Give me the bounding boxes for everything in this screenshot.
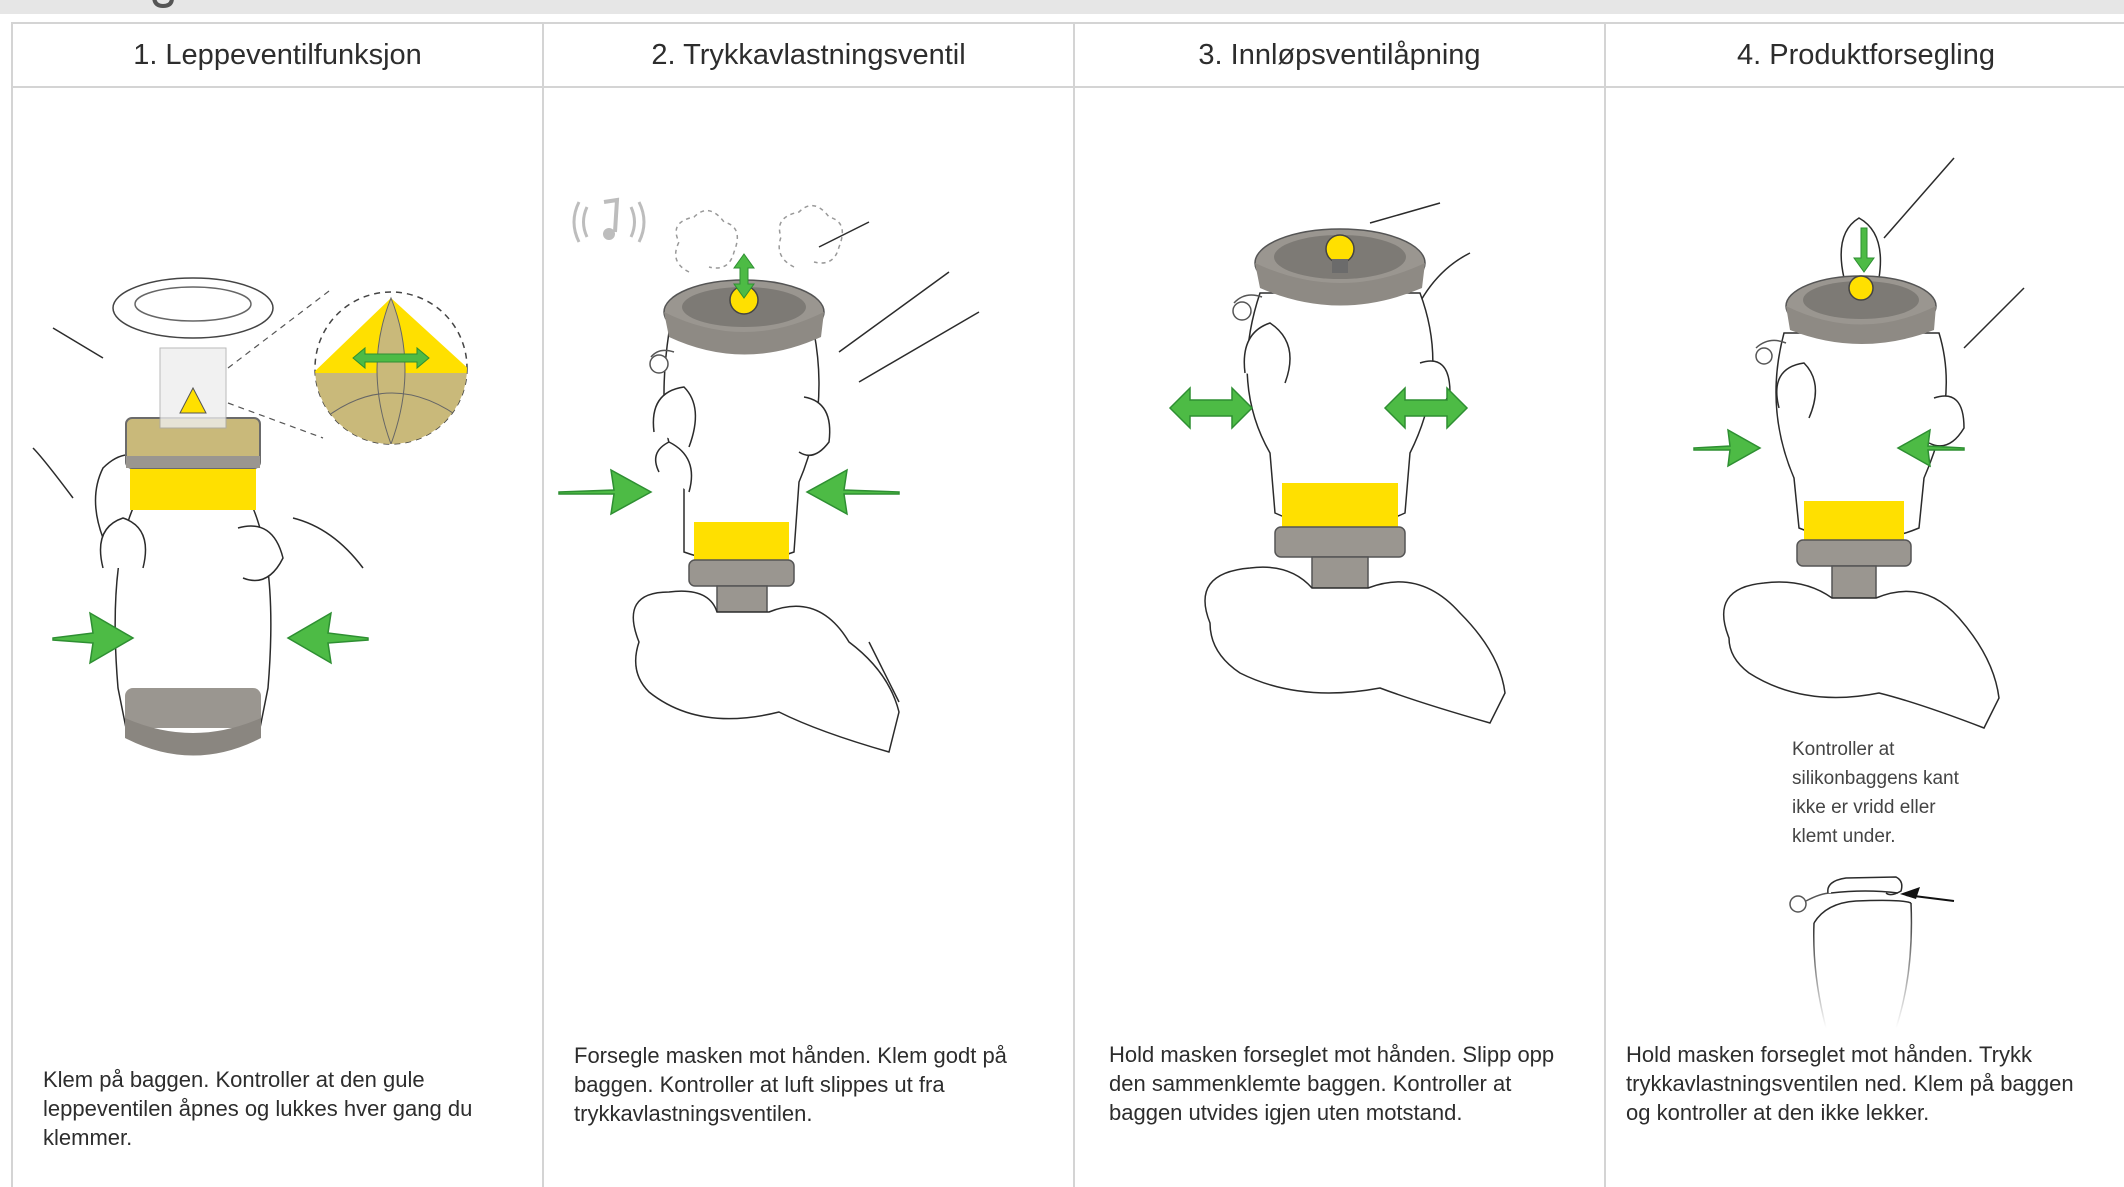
pressure-relief-illustration: [559, 172, 1059, 772]
zoom-detail-circle: [313, 288, 473, 453]
step-title-3: 3. Innløpsventilåpning: [1075, 24, 1604, 88]
test-steps-table: 1. Leppeventilfunksjon: [11, 22, 2124, 1187]
bottom-connector: [125, 688, 261, 728]
lip-valve-illustration: [33, 268, 513, 828]
squeeze-arrow-left: [559, 470, 651, 514]
step-description-3: Hold masken forseglet mot hånden. Slipp …: [1109, 1040, 1569, 1127]
step-description-4: Hold masken forseglet mot hånden. Trykk …: [1626, 1040, 2086, 1127]
header-text-fragment: [150, 0, 176, 8]
squeeze-arrow-right: [807, 470, 899, 514]
inlet-valve: [1326, 235, 1354, 263]
step-column-1: 1. Leppeventilfunksjon: [13, 24, 544, 1187]
seal-check-note: Kontroller at silikonbaggens kant ikke e…: [1792, 735, 1972, 851]
step-body-3: Hold masken forseglet mot hånden. Slipp …: [1075, 88, 1604, 1187]
inlet-valve-illustration: [1170, 183, 1590, 743]
step-body-4: Kontroller at silikonbaggens kant ikke e…: [1606, 88, 2124, 1187]
step-description-2: Forsegle masken mot hånden. Klem godt på…: [574, 1041, 1034, 1128]
step-title-2: 2. Trykkavlastningsventil: [544, 24, 1073, 88]
seal-edge-illustration: [1786, 863, 2046, 1033]
expand-arrow-left: [1170, 388, 1252, 428]
step-body-2: Forsegle masken mot hånden. Klem godt på…: [544, 88, 1073, 1187]
step-column-3: 3. Innløpsventilåpning: [1075, 24, 1606, 1187]
sound-icon: [574, 200, 644, 242]
top-bar: [0, 0, 2124, 14]
step-description-1: Klem på baggen. Kontroller at den gule l…: [43, 1065, 503, 1152]
relief-valve: [1849, 276, 1873, 300]
yellow-ring: [130, 468, 256, 510]
step-column-2: 2. Trykkavlastningsventil: [544, 24, 1075, 1187]
air-puff-right: [779, 206, 842, 267]
step-body-1: Klem på baggen. Kontroller at den gule l…: [13, 88, 542, 1187]
air-puff-left: [676, 211, 738, 272]
step-title-1: 1. Leppeventilfunksjon: [13, 24, 542, 88]
squeeze-arrow-left: [1694, 430, 1760, 466]
product-seal-illustration: [1694, 158, 2114, 758]
step-column-4: 4. Produktforsegling: [1606, 24, 2124, 1187]
step-title-4: 4. Produktforsegling: [1606, 24, 2124, 88]
squeeze-arrow-right: [288, 613, 368, 663]
